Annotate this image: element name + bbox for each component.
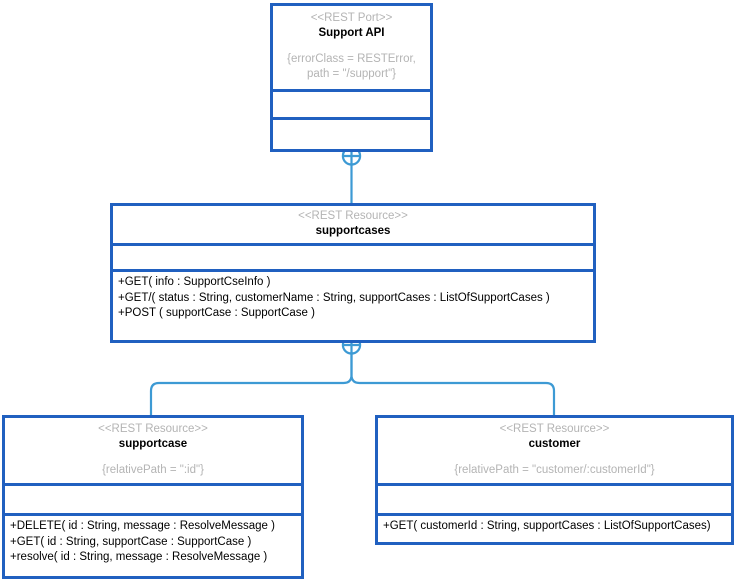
- stereotype-label: <<REST Resource>>: [298, 209, 408, 222]
- node-properties-label: {errorClass = RESTError, path = "/suppor…: [287, 53, 416, 80]
- stereotype-label: <<REST Resource>>: [499, 422, 610, 435]
- node-name-label: supportcase: [118, 437, 188, 450]
- node-properties-label: {relativePath = "customer/:customerId"}: [454, 463, 655, 476]
- node-supportcases[interactable]: <<REST Resource>> supportcases +GET( inf…: [110, 203, 596, 343]
- node-supportcases-header: <<REST Resource>> supportcases: [113, 206, 593, 243]
- connector-supportcases-to-customer: [350, 350, 556, 417]
- node-supportcases-operations: +GET( info : SupportCseInfo ) +GET/( sta…: [113, 269, 593, 340]
- node-supportcase[interactable]: <<REST Resource>> supportcase {relativeP…: [2, 415, 304, 579]
- operation-item: +GET/( status : String, customerName : S…: [118, 291, 550, 304]
- connector-supportcases-to-supportcase: [149, 350, 353, 417]
- operation-item: +GET( id : String, supportCase : Support…: [10, 535, 252, 548]
- node-supportcase-operations: +DELETE( id : String, message : ResolveM…: [5, 513, 301, 576]
- node-support-api-header: <<REST Port>> Support API {errorClass = …: [273, 6, 430, 89]
- operation-item: +POST ( supportCase : SupportCase ): [118, 307, 315, 319]
- stereotype-label: <<REST Resource>>: [98, 422, 208, 435]
- node-customer-operations: +GET( customerId : String, supportCases …: [378, 513, 731, 542]
- node-customer-header: <<REST Resource>> customer {relativePath…: [378, 418, 731, 483]
- node-support-api-operations: [273, 117, 430, 149]
- operation-item: +resolve( id : String, message : Resolve…: [10, 551, 268, 563]
- connector-support-api-to-supportcases: [341, 146, 362, 203]
- node-customer[interactable]: <<REST Resource>> customer {relativePath…: [375, 415, 734, 545]
- operation-item: +GET( info : SupportCseInfo ): [118, 276, 271, 288]
- node-support-api-attributes: [273, 89, 430, 117]
- node-supportcase-header: <<REST Resource>> supportcase {relativeP…: [5, 418, 301, 483]
- operation-item: +DELETE( id : String, message : ResolveM…: [10, 520, 275, 532]
- connector-line: [350, 350, 556, 417]
- stereotype-label: <<REST Port>>: [310, 12, 393, 24]
- connector-line: [149, 350, 353, 417]
- node-name-label: customer: [528, 437, 581, 450]
- node-support-api[interactable]: <<REST Port>> Support API {errorClass = …: [270, 3, 433, 152]
- operation-item: +GET( customerId : String, supportCases …: [383, 520, 711, 532]
- node-name-label: supportcases: [315, 224, 391, 237]
- node-customer-attributes: [378, 483, 731, 513]
- node-name-label: Support API: [318, 27, 385, 39]
- node-supportcase-attributes: [5, 483, 301, 513]
- node-supportcases-attributes: [113, 243, 593, 269]
- node-properties-label: {relativePath = ":id"}: [102, 463, 204, 476]
